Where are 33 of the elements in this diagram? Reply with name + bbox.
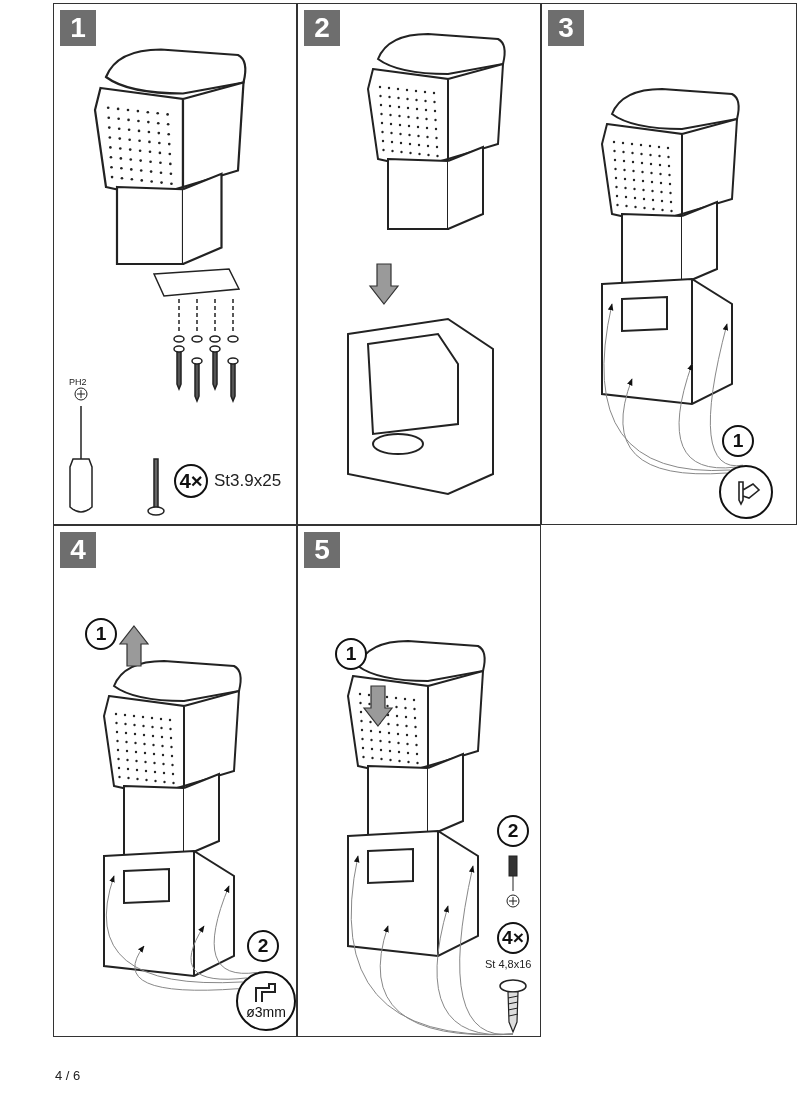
leader-line <box>678 363 736 469</box>
step-panel <box>53 525 297 1037</box>
step-number: 4 <box>60 532 96 568</box>
step-panel <box>297 3 541 525</box>
step-panel <box>53 3 297 525</box>
callout-number: 1 <box>722 425 754 457</box>
drill-size-label: ø3mm <box>246 1004 286 1020</box>
callout-number: 1 <box>335 638 367 670</box>
leader-line <box>603 303 731 471</box>
callout-circle <box>236 971 296 1031</box>
callout-number: 4× <box>174 464 208 498</box>
step-number: 5 <box>304 532 340 568</box>
leader-line <box>379 925 514 1036</box>
callout-number: 4× <box>497 922 529 954</box>
callout-number: 2 <box>247 930 279 962</box>
page-number: 4 / 6 <box>55 1068 81 1083</box>
leader-line <box>190 925 248 980</box>
screw-size-label: St 4,8x16 <box>485 958 532 970</box>
step-panel <box>297 525 541 1037</box>
step-panel <box>541 3 797 525</box>
leader-line <box>105 875 244 984</box>
callout-number: 2 <box>497 815 529 847</box>
callout-number: 1 <box>85 618 117 650</box>
bit-size-label: PH2 <box>69 377 87 387</box>
step-number: 2 <box>304 10 340 46</box>
step-number: 1 <box>60 10 96 46</box>
leader-line <box>622 378 728 475</box>
leader-line <box>213 885 258 974</box>
screw-icon <box>498 978 528 1034</box>
screw-size-label: St3.9x25 <box>214 471 282 491</box>
leader-line <box>134 945 240 991</box>
callout-circle <box>719 465 773 519</box>
step-number: 3 <box>548 10 584 46</box>
